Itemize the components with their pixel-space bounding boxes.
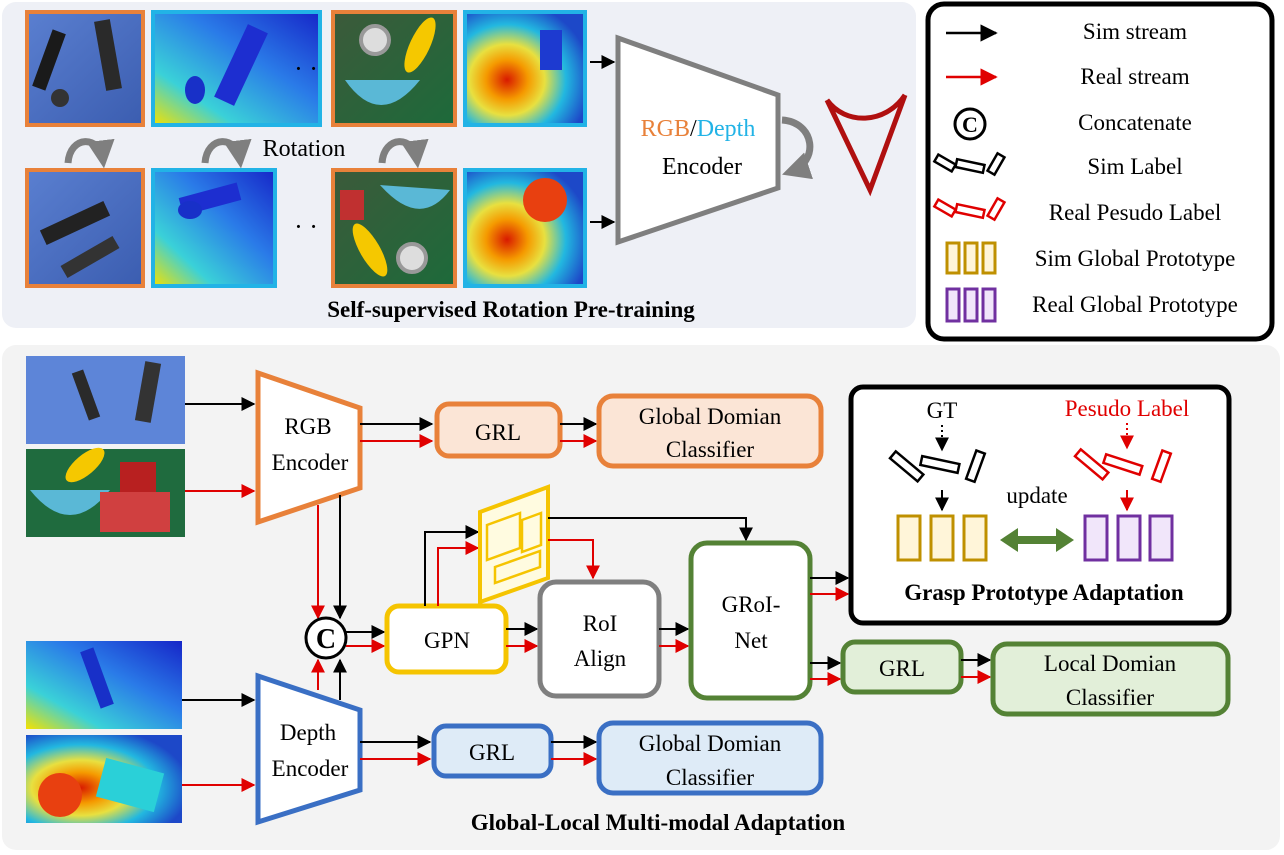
global-domain-classifier-depth: [596, 720, 824, 796]
gpa-pseudo-label: Pesudo Label: [1065, 396, 1190, 421]
legend: Sim stream Real stream C Concatenate Sim…: [932, 19, 1238, 323]
rgb-input-sim: [26, 356, 185, 444]
groi-net-label-2: Net: [734, 628, 768, 653]
legend-label-sim-label: Sim Label: [1087, 154, 1182, 179]
gdc-depth-label-1: Global Domian: [639, 731, 782, 756]
grl-label-rgb: GRL: [475, 420, 521, 445]
legend-label-concatenate: Concatenate: [1078, 110, 1192, 135]
grasp-proposals-icon: [478, 484, 550, 605]
depth-encoder-label: Depth: [280, 720, 337, 745]
legend-label-sim-stream: Sim stream: [1083, 19, 1187, 44]
encoder-label-line2: Encoder: [662, 154, 742, 180]
depth-image-real-2: [463, 168, 587, 288]
legend-box: [925, 1, 1275, 342]
legend-label-real-prototype: Real Global Prototype: [1032, 292, 1238, 317]
gt-grasp-labels-icon: [888, 448, 987, 484]
arrow-gpn-proposal-sim: [424, 525, 480, 606]
concatenate-node: C: [304, 616, 348, 660]
ellipsis-bottom: · ·: [294, 212, 318, 241]
rgb-image-real-1: [331, 10, 457, 127]
svg-text:C: C: [962, 112, 978, 137]
arrow-proposal-roi: [548, 539, 600, 580]
depth-image-sim-2: [151, 168, 277, 288]
top-image-row-1: [25, 10, 587, 127]
rgb-encoder-shape: [255, 369, 363, 526]
legend-label-real-pseudo-label: Real Pesudo Label: [1049, 200, 1221, 225]
rgb-depth-encoder-label: RGB/Depth: [641, 116, 756, 142]
depth-encoder-shape: [255, 672, 363, 826]
global-domain-classifier-rgb: [596, 393, 824, 469]
grl-box-local: [840, 639, 964, 695]
self-loop-arrow-icon: [781, 116, 814, 180]
gdc-rgb-label-2: Classifier: [666, 437, 754, 462]
sim-global-prototype-icon: [896, 514, 988, 562]
rotation-arrow-icons: [64, 138, 429, 169]
ldc-label-2: Classifier: [1066, 685, 1154, 710]
local-domain-classifier: [990, 641, 1231, 717]
rgb-depth-encoder-shape: [615, 34, 781, 246]
gpa-update-label: update: [1006, 483, 1067, 508]
rgb-image-sim-2: [25, 168, 145, 288]
rotation-label: Rotation: [263, 136, 346, 162]
groi-net-box: [688, 540, 813, 701]
gpn-label: GPN: [424, 628, 470, 653]
concatenate-icon: C: [953, 107, 987, 141]
gpn-box: [384, 603, 509, 675]
roi-align-box: [537, 579, 662, 699]
sim-label-icon: [932, 151, 1007, 177]
roi-align-label-1: RoI: [583, 611, 618, 636]
top-image-row-2: [25, 168, 587, 288]
real-prototype-icon: [945, 287, 997, 323]
depth-encoder-label-2: Encoder: [272, 756, 349, 781]
roi-align-label-2: Align: [574, 646, 627, 671]
rotation-classifier-icon: [824, 93, 908, 197]
grl-box-depth: [431, 723, 554, 779]
pseudo-grasp-labels-icon: [1073, 447, 1173, 484]
top-panel-title: Self-supervised Rotation Pre-training: [327, 297, 695, 322]
gpa-title: Grasp Prototype Adaptation: [904, 580, 1184, 605]
sim-prototype-icon: [945, 241, 997, 275]
gdc-rgb-label-1: Global Domian: [639, 404, 782, 429]
ldc-label-1: Local Domian: [1044, 651, 1177, 676]
grl-label-depth: GRL: [469, 740, 515, 765]
arrow-gpn-proposal-real: [437, 541, 480, 606]
ellipsis-top: · ·: [294, 54, 318, 83]
real-pseudo-label-icon: [932, 196, 1007, 222]
legend-label-real-stream: Real stream: [1080, 64, 1189, 89]
arrow-proposal-groi: [548, 517, 753, 542]
rgb-encoder-label-2: Encoder: [272, 450, 349, 475]
bottom-panel-title: Global-Local Multi-modal Adaptation: [471, 810, 846, 835]
rgb-encoder-label: RGB: [284, 414, 331, 439]
grl-box-rgb: [434, 401, 563, 459]
grl-label-local: GRL: [879, 656, 925, 681]
gpa-gt-label: GT: [927, 398, 958, 423]
depth-image-real-1: [463, 10, 587, 127]
real-global-prototype-icon: [1083, 514, 1174, 562]
groi-net-label-1: GRoI-: [722, 592, 781, 617]
legend-label-sim-prototype: Sim Global Prototype: [1035, 246, 1236, 271]
update-double-arrow-icon: [1000, 528, 1074, 552]
gdc-depth-label-2: Classifier: [666, 765, 754, 790]
svg-text:C: C: [316, 624, 336, 655]
